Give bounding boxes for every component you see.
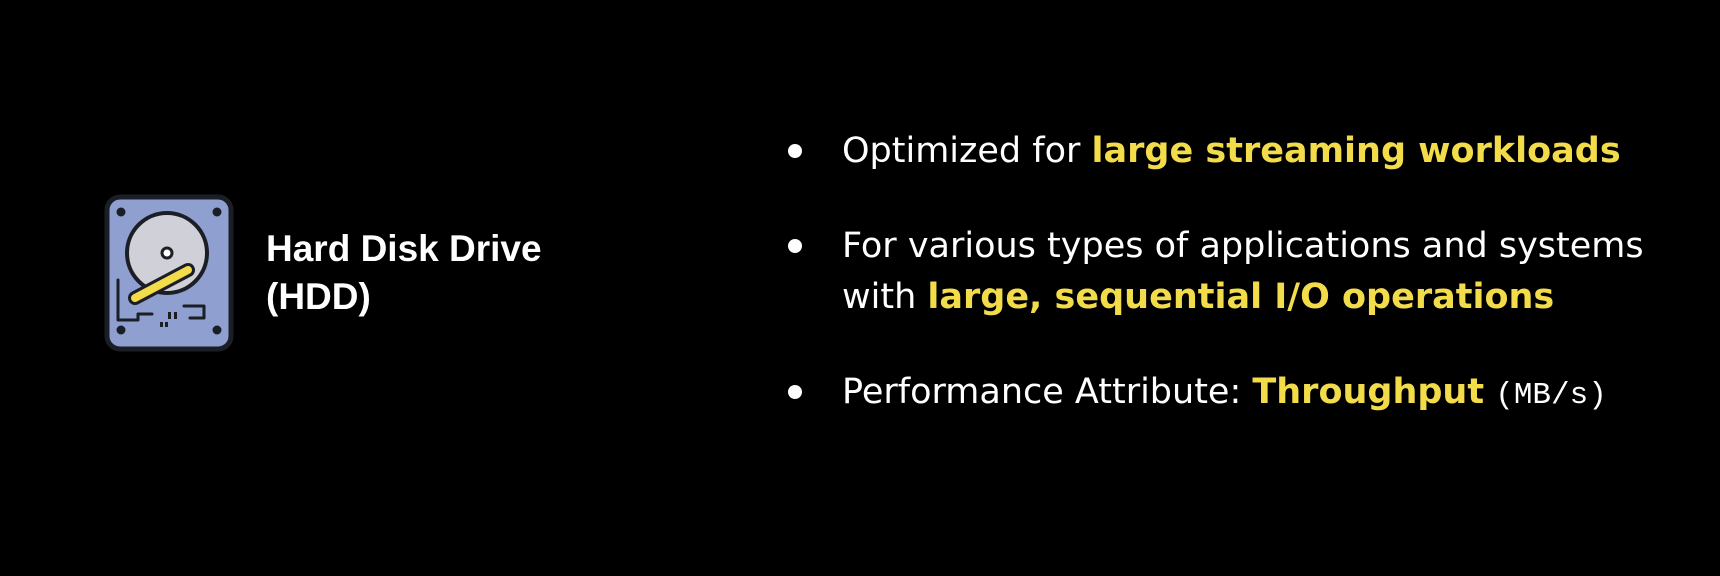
bullet-prefix: Optimized for [842, 131, 1092, 171]
hard-disk-drive-icon [104, 194, 234, 352]
hdd-title-line-1: Hard Disk Drive [266, 228, 542, 269]
bullet-highlight: Throughput [1252, 372, 1485, 412]
bullet-unit: (MB/s) [1495, 378, 1607, 413]
feature-list: Optimized for large streaming workloads … [782, 126, 1712, 421]
bullet-dot [788, 239, 802, 253]
bullet-prefix: Performance Attribute: [842, 372, 1253, 412]
bullet-dot [788, 144, 802, 158]
bullet-applications: For various types of applications and sy… [782, 221, 1712, 323]
hdd-title-line-2: (HDD) [266, 276, 371, 317]
hdd-header: Hard Disk Drive (HDD) [104, 194, 542, 352]
bullet-line-1: For various types of applications and sy… [842, 226, 1644, 266]
hdd-title: Hard Disk Drive (HDD) [266, 225, 542, 321]
bullet-dot [788, 385, 802, 399]
bullet-workloads: Optimized for large streaming workloads [782, 126, 1712, 177]
bullet-performance: Performance Attribute: Throughput (MB/s) [782, 367, 1712, 421]
bullet-highlight: large streaming workloads [1091, 131, 1621, 171]
bullet-prefix: with [842, 277, 928, 317]
bullet-highlight: large, sequential I/O operations [927, 277, 1555, 317]
